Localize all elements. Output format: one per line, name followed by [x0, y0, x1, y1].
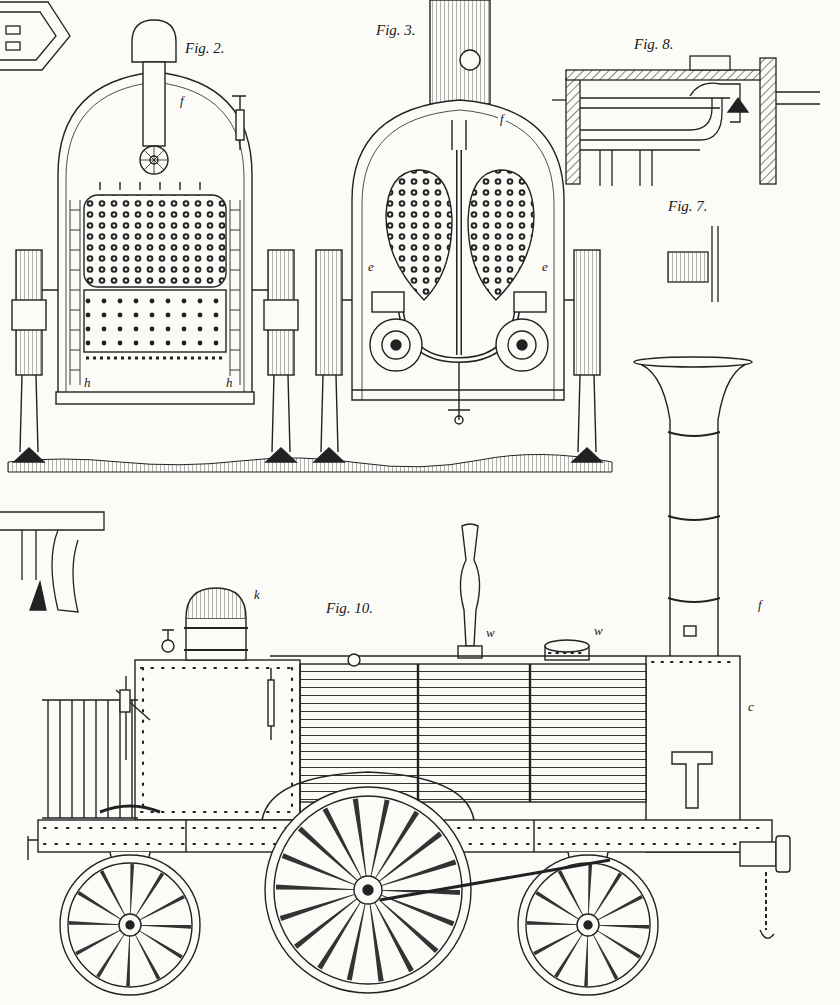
- callout-letter: e: [366, 260, 376, 274]
- figure-caption: Fig. 7.: [666, 198, 710, 215]
- firebox-back-view: [12, 20, 298, 462]
- callout-letter: h: [82, 376, 93, 390]
- ground: [8, 454, 612, 472]
- valve-section-detail: [552, 56, 820, 186]
- callout-letter: w: [484, 626, 497, 640]
- smokebox-front-view: [314, 0, 602, 462]
- figure-caption: Fig. 8.: [632, 36, 676, 53]
- callout-letter: h: [224, 376, 235, 390]
- frame-fragment: [0, 512, 104, 612]
- pipe-detail: [668, 226, 718, 302]
- callout-letter: c: [746, 700, 756, 714]
- callout-letter: w: [592, 624, 605, 638]
- callout-letter: f: [498, 112, 506, 126]
- callout-letter: f: [756, 598, 764, 612]
- callout-letter: f: [178, 94, 186, 108]
- locomotive-side-elevation: [28, 357, 790, 995]
- figure-caption: Fig. 2.: [183, 40, 227, 57]
- callout-letter: k: [252, 588, 262, 602]
- corner-fragment: [0, 2, 70, 70]
- figure-caption: Fig. 3.: [374, 22, 418, 39]
- figure-caption: Fig. 10.: [324, 600, 375, 617]
- callout-letter: e: [540, 260, 550, 274]
